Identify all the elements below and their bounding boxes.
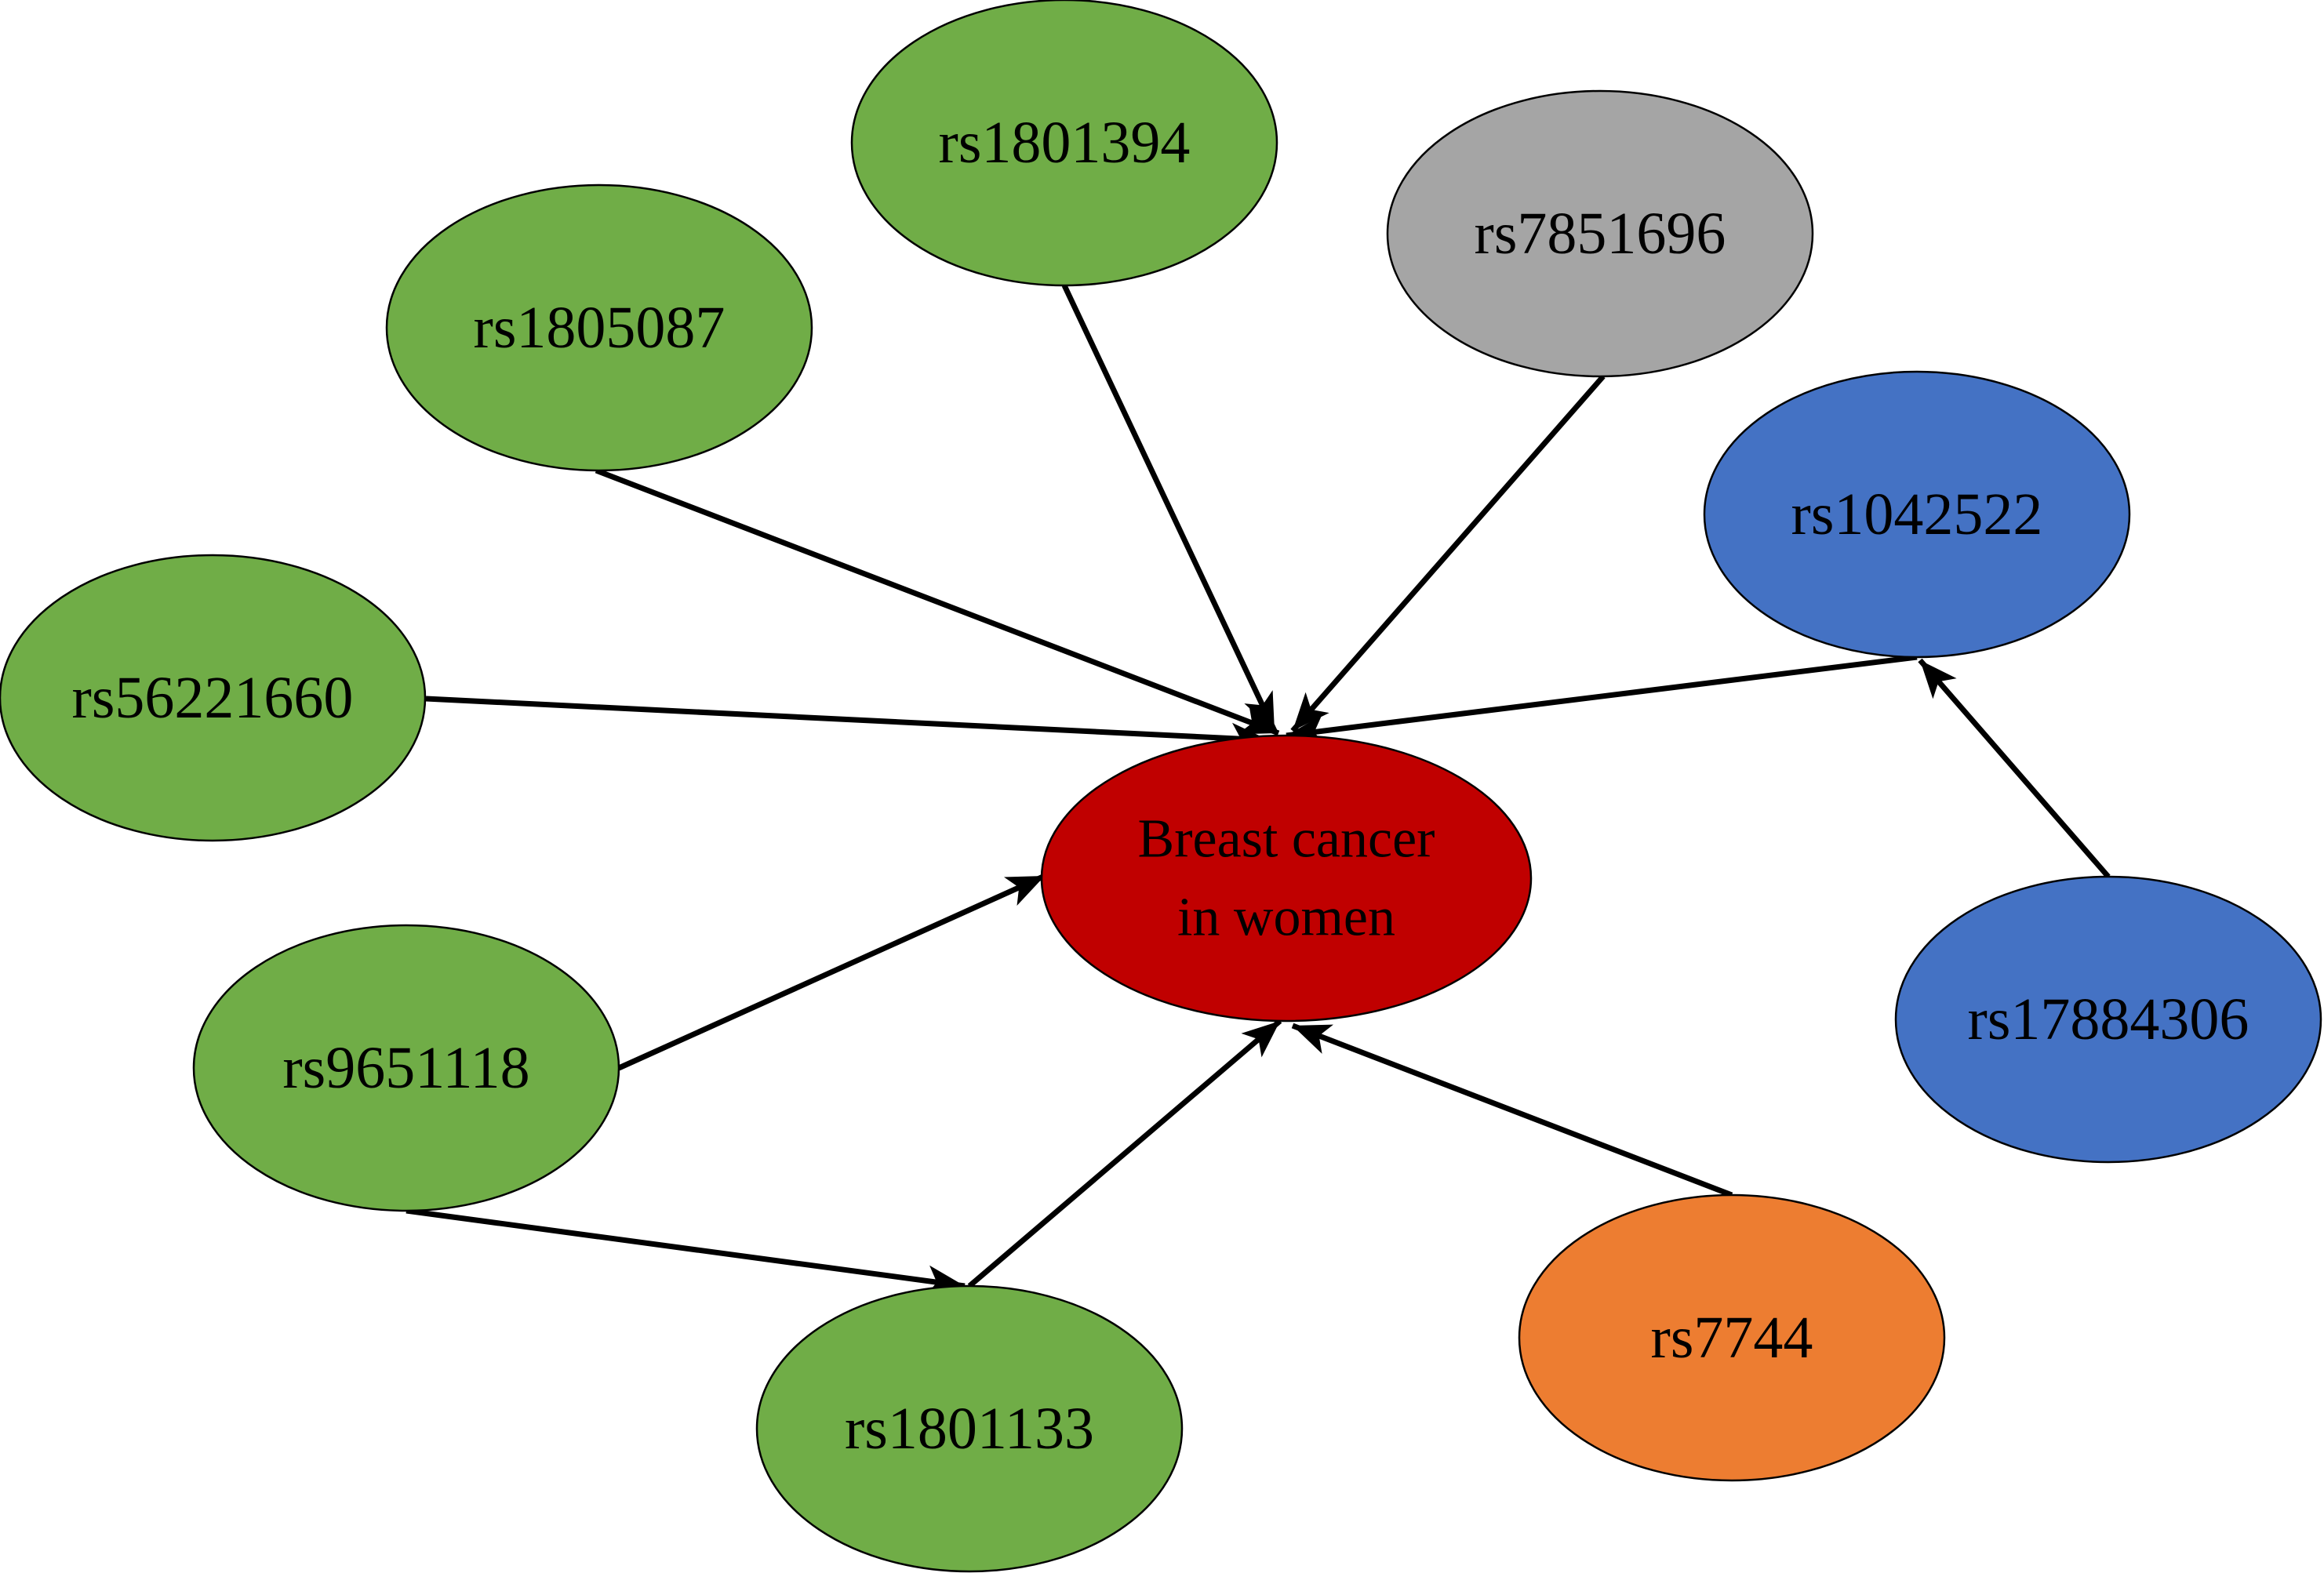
center-node-ellipse bbox=[1040, 734, 1533, 1023]
node-label-rs1801133: rs1801133 bbox=[845, 1396, 1094, 1462]
node-rs7744: rs7744 bbox=[1518, 1193, 1946, 1482]
node-label-rs7851696: rs7851696 bbox=[1475, 201, 1726, 267]
node-rs1801394: rs1801394 bbox=[850, 0, 1278, 287]
edge-rs9651118-to-rs1801133 bbox=[406, 1208, 966, 1289]
center-node-label-line-2: in women bbox=[1177, 888, 1395, 948]
arrowhead-rs1801133-to-center bbox=[1241, 1021, 1280, 1058]
node-label-rs1042522: rs1042522 bbox=[1791, 481, 2043, 547]
edge-rs1801133-to-center bbox=[967, 1019, 1282, 1288]
node-rs7851696: rs7851696 bbox=[1386, 89, 1814, 378]
edge-rs1805087-to-center bbox=[595, 467, 1280, 736]
node-ellipse-rs7851696 bbox=[1386, 89, 1814, 378]
node-ellipse-rs56221660 bbox=[0, 554, 427, 842]
node-ellipse-rs7744 bbox=[1518, 1193, 1946, 1482]
node-rs56221660: rs56221660 bbox=[0, 554, 427, 842]
node-ellipse-rs1042522 bbox=[1703, 370, 2131, 659]
node-ellipse-rs1801133 bbox=[755, 1284, 1184, 1573]
arrowhead-rs1801394-to-center bbox=[1244, 690, 1275, 731]
center-node-label-line-1: Breast cancer bbox=[1138, 809, 1435, 870]
edge-rs1042522-to-center bbox=[1286, 654, 1918, 739]
edge-rs56221660-to-center bbox=[425, 696, 1270, 743]
node-label-rs9651118: rs9651118 bbox=[282, 1035, 529, 1101]
arrowhead-rs17884306-to-rs1042522 bbox=[1920, 660, 1957, 699]
node-ellipse-rs9651118 bbox=[192, 924, 620, 1212]
node-rs17884306: rs17884306 bbox=[1894, 875, 2322, 1164]
edge-rs17884306-to-rs1042522 bbox=[1918, 658, 2111, 879]
arrowhead-rs7744-to-center bbox=[1293, 1024, 1333, 1054]
edge-rs7744-to-center bbox=[1291, 1023, 1733, 1198]
arrowhead-rs7851696-to-center bbox=[1293, 692, 1329, 731]
node-rs9651118: rs9651118 bbox=[192, 924, 620, 1212]
center-node-breast-cancer: Breast cancer in women bbox=[1040, 734, 1533, 1023]
node-rs1042522: rs1042522 bbox=[1703, 370, 2131, 659]
node-ellipse-rs1805087 bbox=[385, 183, 813, 472]
edges-layer bbox=[406, 284, 2111, 1297]
arrowhead-rs1805087-to-center bbox=[1238, 705, 1278, 735]
node-rs1801133: rs1801133 bbox=[755, 1284, 1184, 1573]
node-ellipse-rs1801394 bbox=[850, 0, 1278, 287]
node-label-rs1805087: rs1805087 bbox=[474, 295, 726, 361]
edge-rs1801394-to-center bbox=[1061, 284, 1278, 732]
node-label-rs17884306: rs17884306 bbox=[1968, 986, 2249, 1052]
node-label-rs56221660: rs56221660 bbox=[72, 665, 354, 731]
node-rs1805087: rs1805087 bbox=[385, 183, 813, 472]
node-ellipse-rs17884306 bbox=[1894, 875, 2322, 1164]
node-label-rs1801394: rs1801394 bbox=[939, 110, 1191, 176]
arrowhead-rs9651118-to-center bbox=[1004, 876, 1045, 906]
edge-rs7851696-to-center bbox=[1290, 374, 1606, 733]
node-label-rs7744: rs7744 bbox=[1651, 1305, 1813, 1371]
edge-rs9651118-to-center bbox=[617, 873, 1046, 1071]
